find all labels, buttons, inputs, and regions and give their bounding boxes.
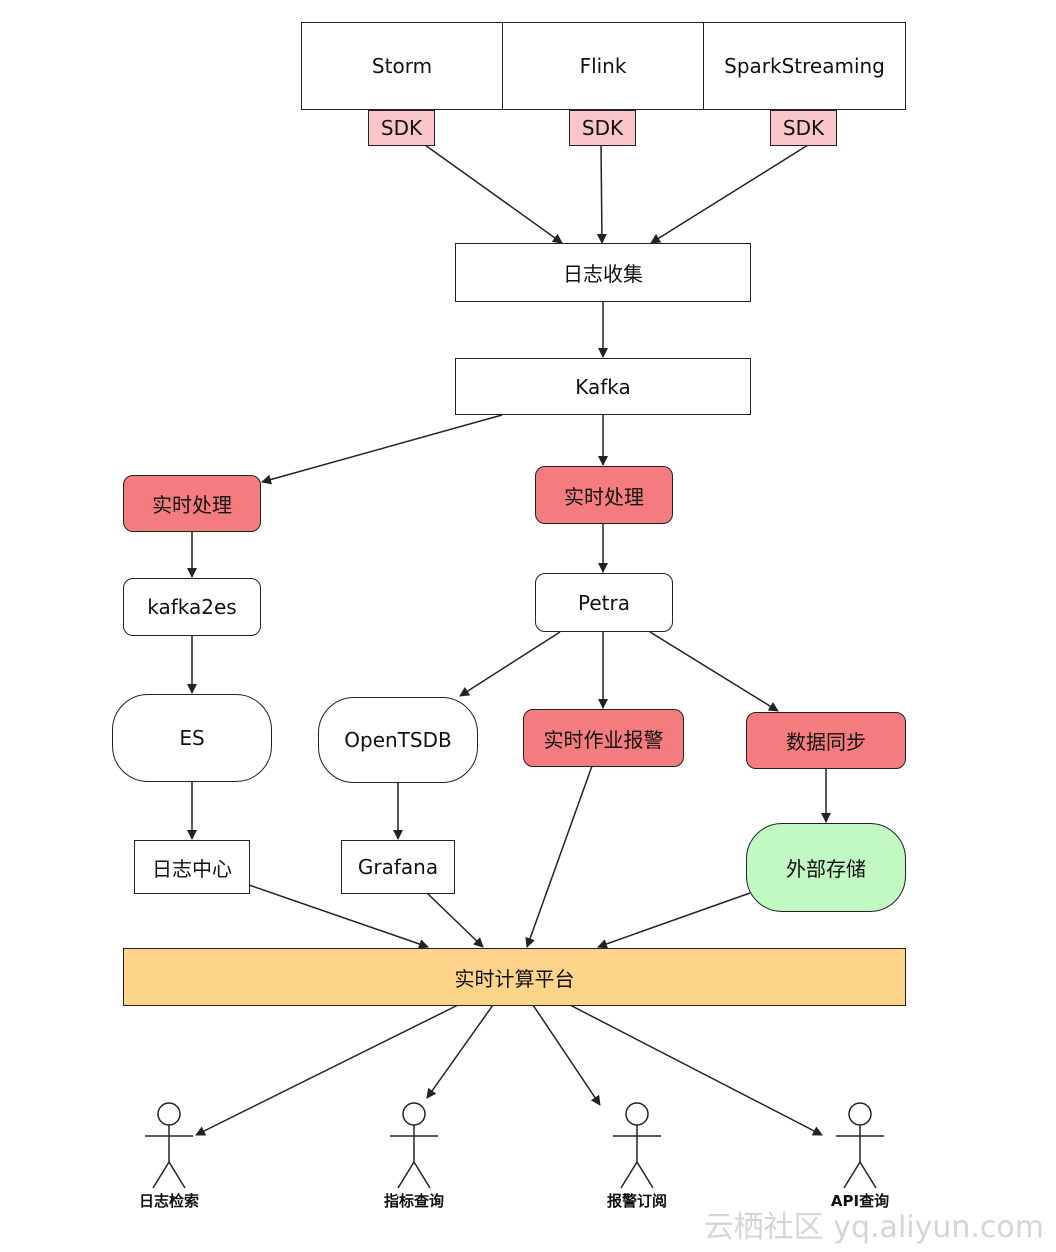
kafka2es: kafka2es	[123, 578, 261, 636]
sdk-spark: SDK	[770, 110, 837, 146]
actor-log-search	[145, 1102, 193, 1189]
arrow-sdk-storm-to-log-collect	[424, 144, 563, 244]
es: ES	[112, 694, 272, 782]
sdk-flink: SDK	[569, 110, 636, 146]
external-storage: 外部存储	[746, 823, 906, 912]
realtime-job-alert: 实时作业报警	[523, 709, 684, 767]
actor-label-metric-query: 指标查询	[383, 1192, 445, 1210]
arrow-log-center-to-platform	[248, 884, 429, 949]
arrow-grafana-to-platform	[426, 892, 484, 948]
actor-metric-query	[390, 1102, 438, 1189]
kafka: Kafka	[455, 358, 751, 415]
grafana: Grafana	[341, 840, 455, 894]
arrow-sdk-spark-to-log-collect	[650, 144, 809, 244]
petra: Petra	[535, 573, 673, 632]
arrow-kafka-to-realtime-left	[261, 414, 503, 485]
arrow-sdk-flink-to-log-collect	[596, 144, 607, 244]
engine-spark-streaming: SparkStreaming	[703, 22, 906, 110]
opentsdb: OpenTSDB	[318, 697, 478, 783]
arrow-platform-to-metric-query	[426, 1004, 494, 1099]
arrow-platform-to-alert-subscribe	[532, 1004, 601, 1106]
log-collect: 日志收集	[455, 243, 751, 302]
actor-label-api-query: API查询	[830, 1192, 890, 1210]
actor-alert-subscribe	[613, 1102, 661, 1189]
arrow-petra-to-data-sync	[649, 631, 779, 712]
arrow-platform-to-api-query	[569, 1004, 823, 1136]
engine-flink: Flink	[502, 22, 704, 110]
arrow-petra-to-opentsdb	[459, 631, 561, 697]
actor-label-log-search: 日志检索	[138, 1192, 200, 1210]
arrow-platform-to-log-search	[195, 1004, 459, 1136]
realtime-processing-left: 实时处理	[123, 475, 261, 532]
data-sync: 数据同步	[746, 712, 906, 769]
realtime-computing-platform: 实时计算平台	[123, 948, 906, 1006]
actor-api-query	[836, 1102, 884, 1189]
arrow-external-to-platform	[597, 892, 751, 949]
log-center: 日志中心	[134, 840, 250, 894]
sdk-storm: SDK	[368, 110, 435, 146]
arrow-alert-to-platform	[525, 765, 593, 948]
watermark: 云栖社区 yq.aliyun.com	[703, 1210, 1044, 1245]
engine-storm: Storm	[301, 22, 503, 110]
realtime-processing-right: 实时处理	[535, 466, 673, 524]
actor-label-alert-subscribe: 报警订阅	[606, 1192, 668, 1210]
